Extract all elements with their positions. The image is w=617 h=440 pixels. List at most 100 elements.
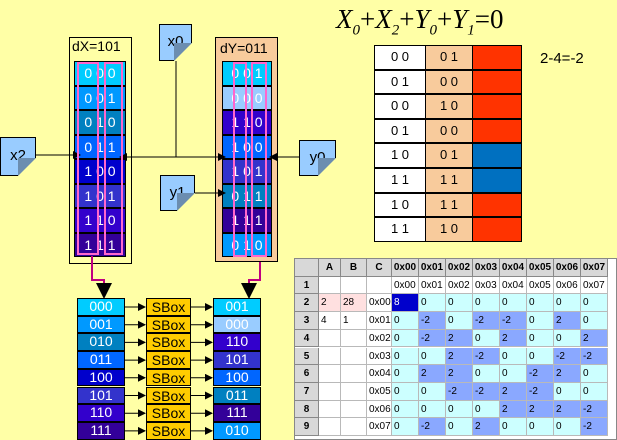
- sheet-cell[interactable]: 0: [554, 418, 581, 436]
- sheet-cell[interactable]: [341, 400, 367, 419]
- sheet-cell[interactable]: 0: [392, 382, 419, 401]
- sheet-cell[interactable]: 0x02: [367, 329, 392, 348]
- sheet-cell[interactable]: 0: [473, 329, 500, 348]
- sheet-cell[interactable]: 8: [392, 294, 419, 313]
- sheet-cell[interactable]: -2: [473, 347, 500, 366]
- sheet-cell[interactable]: 0x03: [367, 347, 392, 366]
- sheet-cell[interactable]: 2: [500, 382, 527, 401]
- sheet-cell[interactable]: 0x02: [446, 276, 473, 295]
- sheet-cell[interactable]: 2: [446, 329, 473, 348]
- sheet-cell[interactable]: 2: [500, 400, 527, 419]
- sheet-cell[interactable]: 0x06: [367, 400, 392, 419]
- sheet-cell[interactable]: 0: [392, 347, 419, 366]
- sheet-cell[interactable]: -2: [419, 418, 446, 436]
- sheet-header-cell[interactable]: 0x05: [527, 259, 554, 277]
- sheet-cell[interactable]: -2: [527, 365, 554, 383]
- sheet-cell[interactable]: 0x04: [367, 365, 392, 383]
- sheet-cell[interactable]: -2: [473, 312, 500, 330]
- sheet-cell[interactable]: [319, 276, 341, 295]
- sheet-cell[interactable]: 0x05: [367, 382, 392, 401]
- sheet-header-cell[interactable]: 0x06: [554, 259, 581, 277]
- sheet-cell[interactable]: 0: [554, 382, 581, 401]
- sheet-cell[interactable]: [319, 347, 341, 366]
- sheet-cell[interactable]: [319, 365, 341, 383]
- sheet-cell[interactable]: [341, 347, 367, 366]
- sheet-cell[interactable]: 0: [527, 329, 554, 348]
- sheet-cell[interactable]: 2: [581, 329, 608, 348]
- sheet-cell[interactable]: 0: [473, 365, 500, 383]
- sheet-cell[interactable]: [319, 382, 341, 401]
- sheet-row-number[interactable]: 4: [295, 329, 319, 348]
- sheet-cell[interactable]: -2: [473, 382, 500, 401]
- sheet-cell[interactable]: 2: [500, 329, 527, 348]
- sheet-cell[interactable]: 0: [392, 329, 419, 348]
- sheet-cell[interactable]: 0: [500, 365, 527, 383]
- sheet-cell[interactable]: 0x00: [367, 294, 392, 313]
- sheet-cell[interactable]: 28: [341, 294, 367, 313]
- sheet-cell[interactable]: 0x06: [554, 276, 581, 295]
- sheet-cell[interactable]: 0: [527, 312, 554, 330]
- sheet-cell[interactable]: 4: [319, 312, 341, 330]
- sheet-cell[interactable]: 0: [419, 382, 446, 401]
- sheet-cell[interactable]: 0: [581, 294, 608, 313]
- sheet-row-number[interactable]: 7: [295, 382, 319, 401]
- sheet-cell[interactable]: 2: [554, 365, 581, 383]
- sheet-cell[interactable]: -2: [554, 347, 581, 366]
- sheet-cell[interactable]: 0: [473, 294, 500, 313]
- sheet-header-cell[interactable]: 0x02: [446, 259, 473, 277]
- sheet-cell[interactable]: 0x01: [367, 312, 392, 330]
- sheet-row-number[interactable]: 9: [295, 418, 319, 436]
- sheet-header-cell[interactable]: A: [319, 259, 341, 277]
- sheet-cell[interactable]: -2: [581, 400, 608, 419]
- sheet-cell[interactable]: 0: [392, 400, 419, 419]
- sheet-cell[interactable]: 0: [500, 347, 527, 366]
- sheet-cell[interactable]: 0: [446, 418, 473, 436]
- sheet-cell[interactable]: [341, 276, 367, 295]
- sheet-cell[interactable]: 0x07: [367, 418, 392, 436]
- sheet-cell[interactable]: 0x01: [419, 276, 446, 295]
- sheet-cell[interactable]: 1: [341, 312, 367, 330]
- sheet-cell[interactable]: 0: [419, 294, 446, 313]
- sheet-header-cell[interactable]: 0x07: [581, 259, 608, 277]
- sheet-cell[interactable]: 0: [554, 294, 581, 313]
- sheet-cell[interactable]: 0x03: [473, 276, 500, 295]
- sheet-cell[interactable]: -2: [500, 312, 527, 330]
- sheet-cell[interactable]: 0: [392, 365, 419, 383]
- sheet-cell[interactable]: 0x04: [500, 276, 527, 295]
- sheet-cell[interactable]: 2: [446, 365, 473, 383]
- sheet-cell[interactable]: [341, 365, 367, 383]
- sheet-cell[interactable]: 0x05: [527, 276, 554, 295]
- sheet-cell[interactable]: [341, 329, 367, 348]
- sheet-cell[interactable]: 0: [419, 347, 446, 366]
- sheet-cell[interactable]: 0: [500, 418, 527, 436]
- sheet-row-number[interactable]: 3: [295, 312, 319, 330]
- sheet-header-cell[interactable]: 0x03: [473, 259, 500, 277]
- sheet-cell[interactable]: -2: [527, 382, 554, 401]
- sheet-cell[interactable]: 0: [581, 382, 608, 401]
- sheet-cell[interactable]: 0: [419, 400, 446, 419]
- sheet-cell[interactable]: 2: [554, 400, 581, 419]
- sheet-cell[interactable]: [319, 418, 341, 436]
- sheet-cell[interactable]: 2: [473, 418, 500, 436]
- sheet-cell[interactable]: 2: [446, 347, 473, 366]
- sheet-cell[interactable]: 0: [392, 418, 419, 436]
- sheet-cell[interactable]: 0: [527, 418, 554, 436]
- sheet-cell[interactable]: -2: [446, 382, 473, 401]
- sheet-cell[interactable]: 0: [581, 312, 608, 330]
- sheet-cell[interactable]: [341, 382, 367, 401]
- sheet-cell[interactable]: 0: [554, 329, 581, 348]
- sheet-cell[interactable]: 0: [500, 294, 527, 313]
- sheet-cell[interactable]: [341, 418, 367, 436]
- sheet-cell[interactable]: [319, 400, 341, 419]
- sheet-cell[interactable]: 0: [392, 312, 419, 330]
- sheet-cell[interactable]: 0: [446, 312, 473, 330]
- sheet-cell[interactable]: 0x00: [392, 276, 419, 295]
- sheet-cell[interactable]: 0: [527, 347, 554, 366]
- sheet-row-number[interactable]: 5: [295, 347, 319, 366]
- sheet-cell[interactable]: 2: [319, 294, 341, 313]
- sheet-cell[interactable]: 0: [446, 400, 473, 419]
- sheet-cell[interactable]: 2: [527, 400, 554, 419]
- sheet-cell[interactable]: 2: [419, 365, 446, 383]
- sheet-cell[interactable]: 0: [527, 294, 554, 313]
- sheet-cell[interactable]: 2: [554, 312, 581, 330]
